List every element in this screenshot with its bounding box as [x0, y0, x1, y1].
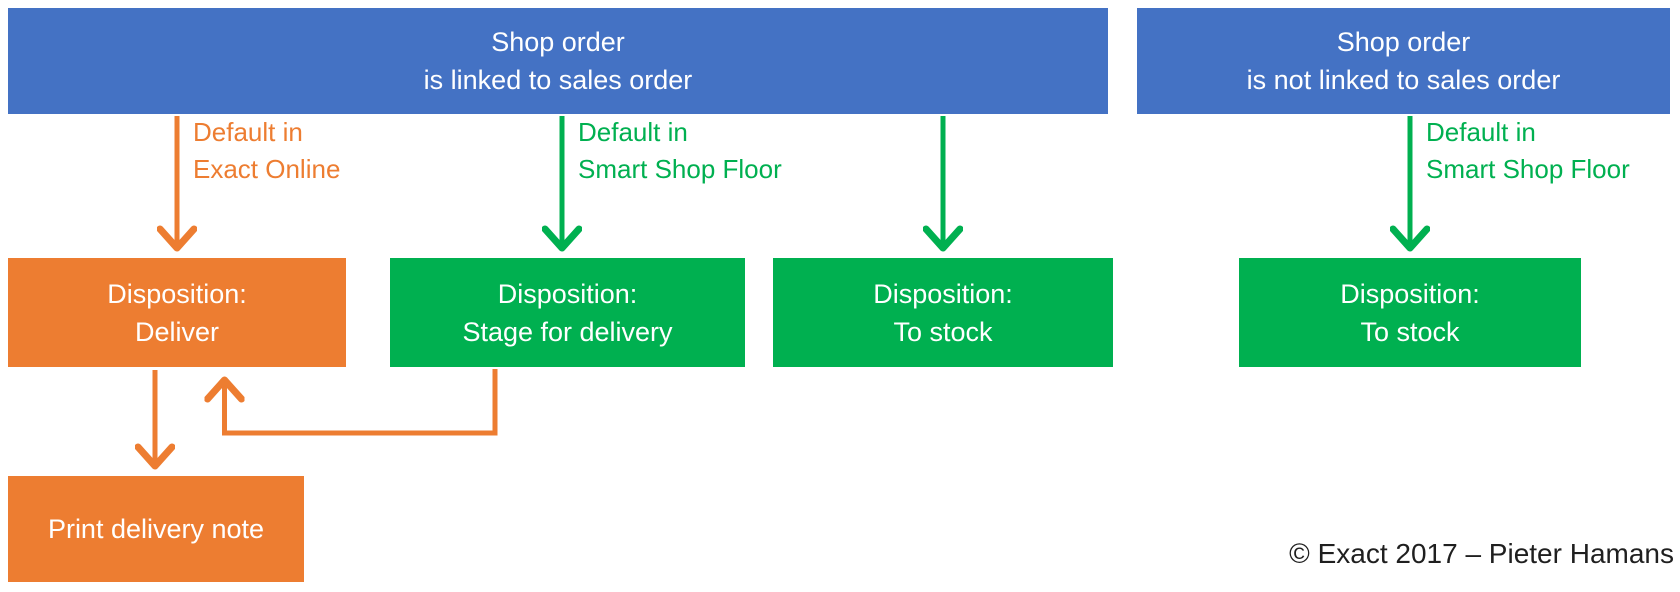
header-box-shop-order-linked: Shop order is linked to sales order — [8, 8, 1108, 114]
copyright-text: © Exact 2017 – Pieter Hamans — [1289, 538, 1674, 569]
label-line: Smart Shop Floor — [1426, 154, 1630, 184]
box-line: Stage for delivery — [462, 316, 673, 347]
label-default-smart-shop-floor-left: Default in Smart Shop Floor — [578, 114, 782, 188]
label-line: Exact Online — [193, 154, 341, 184]
label-line: Smart Shop Floor — [578, 154, 782, 184]
header-box-shop-order-not-linked: Shop order is not linked to sales order — [1137, 8, 1670, 114]
box-line: Disposition: — [497, 278, 638, 309]
label-line: Default in — [193, 117, 303, 147]
box-line: Print delivery note — [47, 514, 265, 544]
header-line: is linked to sales order — [423, 65, 693, 95]
label-line: Default in — [578, 117, 688, 147]
header-line: is not linked to sales order — [1246, 65, 1561, 95]
label-default-exact-online: Default in Exact Online — [193, 114, 340, 188]
box-line: Disposition: — [107, 278, 247, 309]
box-line: Disposition: — [873, 278, 1013, 309]
label-default-smart-shop-floor-right: Default in Smart Shop Floor — [1426, 114, 1630, 188]
box-line: To stock — [893, 316, 993, 347]
box-line: Disposition: — [1340, 278, 1480, 309]
disposition-box-stage-for-delivery: Disposition: Stage for delivery — [390, 258, 745, 367]
disposition-box-to-stock-right: Disposition: To stock — [1239, 258, 1581, 367]
header-line: Shop order — [1336, 27, 1471, 57]
disposition-box-deliver: Disposition: Deliver — [8, 258, 346, 367]
disposition-box-to-stock-left: Disposition: To stock — [773, 258, 1113, 367]
box-print-delivery-note: Print delivery note — [8, 476, 304, 582]
box-line: To stock — [1360, 316, 1460, 347]
arrow-stage-to-deliver-elbow — [225, 369, 498, 436]
header-line: Shop order — [491, 27, 625, 57]
label-line: Default in — [1426, 117, 1536, 147]
box-line: Deliver — [134, 316, 220, 347]
